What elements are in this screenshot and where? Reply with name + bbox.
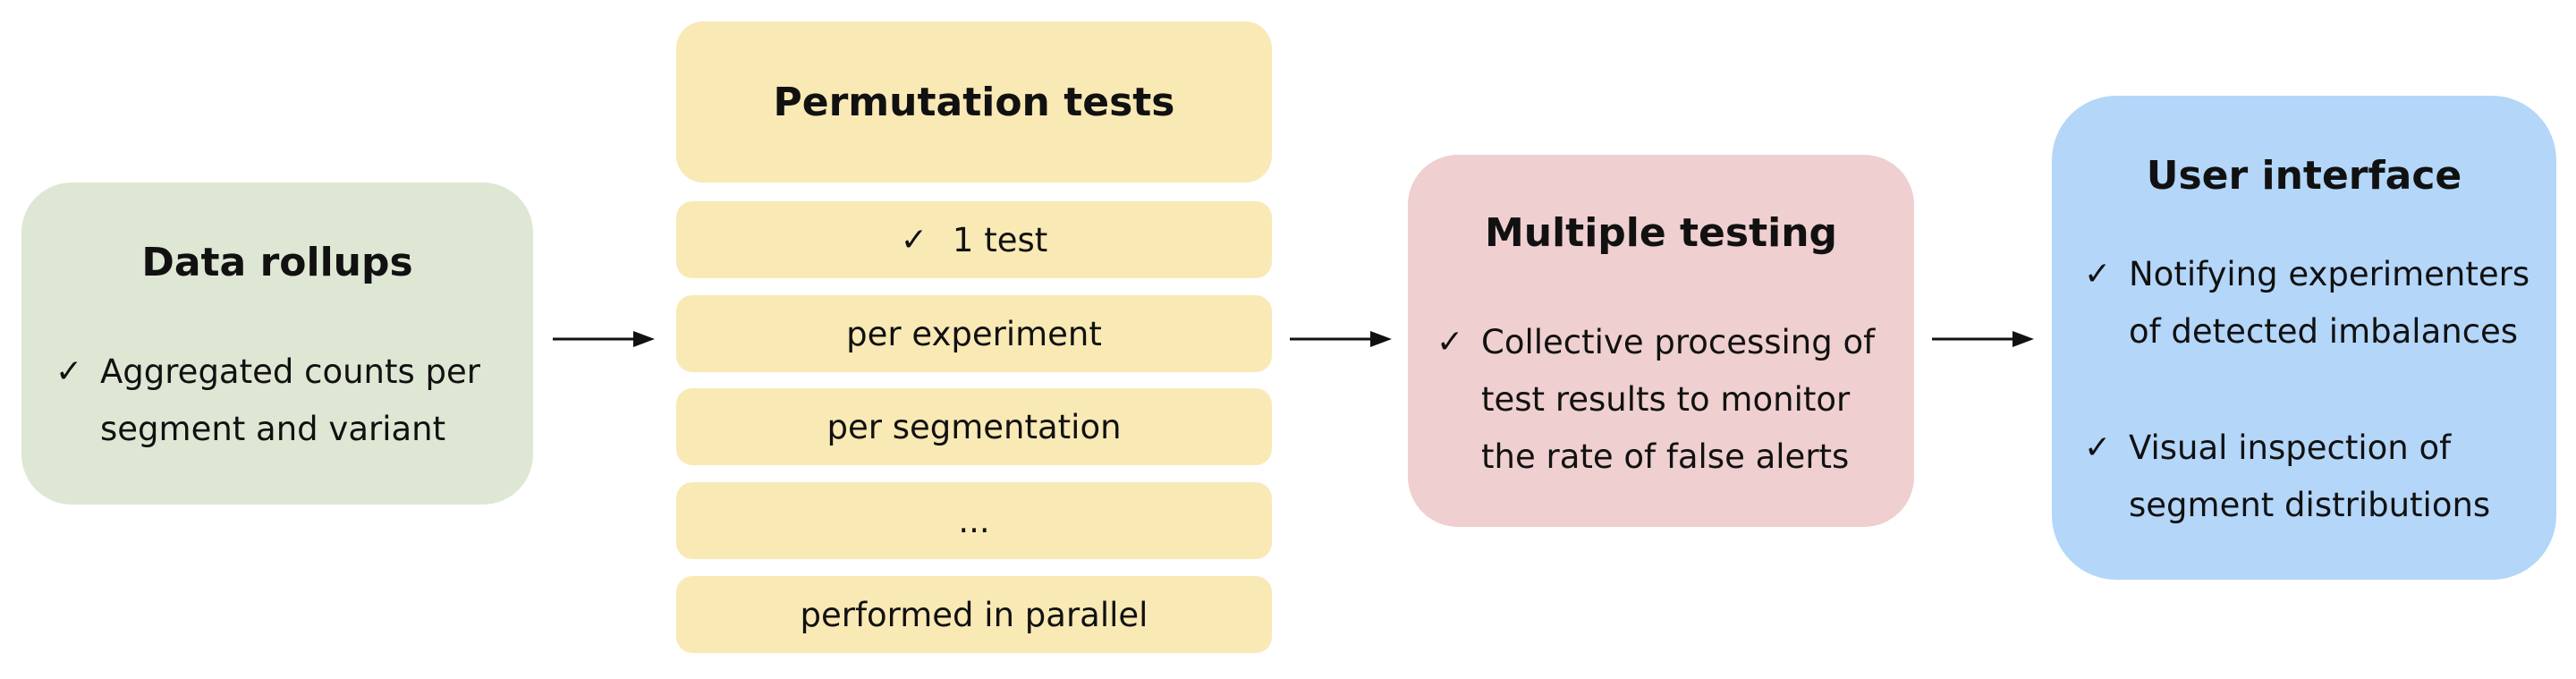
check-icon: ✓ (55, 353, 83, 390)
user-interface-bullet-text: Visual inspection of segment distributio… (2129, 429, 2491, 524)
multiple-testing-bullet: ✓ Collective processing of test results … (1436, 314, 1875, 486)
data-rollups-box: Data rollups ✓ Aggregated counts per seg… (21, 182, 533, 505)
check-icon: ✓ (2084, 256, 2112, 293)
user-interface-bullet-2: ✓ Visual inspection of segment distribut… (2084, 420, 2490, 534)
check-icon: ✓ (1436, 324, 1464, 361)
permutation-row-5: performed in parallel (676, 576, 1272, 653)
data-rollups-title: Data rollups (141, 240, 413, 285)
arrow-right-icon (553, 331, 655, 347)
permutation-tests-header: Permutation tests (676, 21, 1272, 182)
multiple-testing-box: Multiple testing ✓ Collective processing… (1408, 155, 1914, 527)
user-interface-bullet-text: Notifying experimenters of detected imba… (2129, 255, 2530, 351)
data-rollups-bullet-text: Aggregated counts per segment and varian… (100, 352, 481, 448)
permutation-row-1: ✓ 1 test (676, 201, 1272, 278)
user-interface-box: User interface ✓ Notifying experimenters… (2052, 96, 2556, 580)
multiple-testing-bullet-text: Collective processing of test results to… (1481, 323, 1876, 476)
permutation-row-text: 1 test (952, 220, 1048, 259)
permutation-row-2: per experiment (676, 295, 1272, 372)
permutation-row-text: performed in parallel (800, 595, 1148, 634)
multiple-testing-title: Multiple testing (1484, 210, 1838, 256)
permutation-tests-title: Permutation tests (773, 79, 1175, 125)
check-icon: ✓ (900, 221, 928, 259)
permutation-row-3: per segmentation (676, 388, 1272, 465)
user-interface-bullet-1: ✓ Notifying experimenters of detected im… (2084, 246, 2529, 361)
check-icon: ✓ (2084, 429, 2112, 466)
data-rollups-bullet: ✓ Aggregated counts per segment and vari… (55, 344, 480, 458)
permutation-row-4: ... (676, 482, 1272, 559)
permutation-row-text: per segmentation (826, 407, 1122, 446)
arrow-right-icon (1932, 331, 2034, 347)
arrow-right-icon (1290, 331, 1392, 347)
permutation-row-text: per experiment (846, 314, 1102, 353)
permutation-row-text: ... (958, 501, 990, 540)
user-interface-title: User interface (2146, 153, 2462, 199)
